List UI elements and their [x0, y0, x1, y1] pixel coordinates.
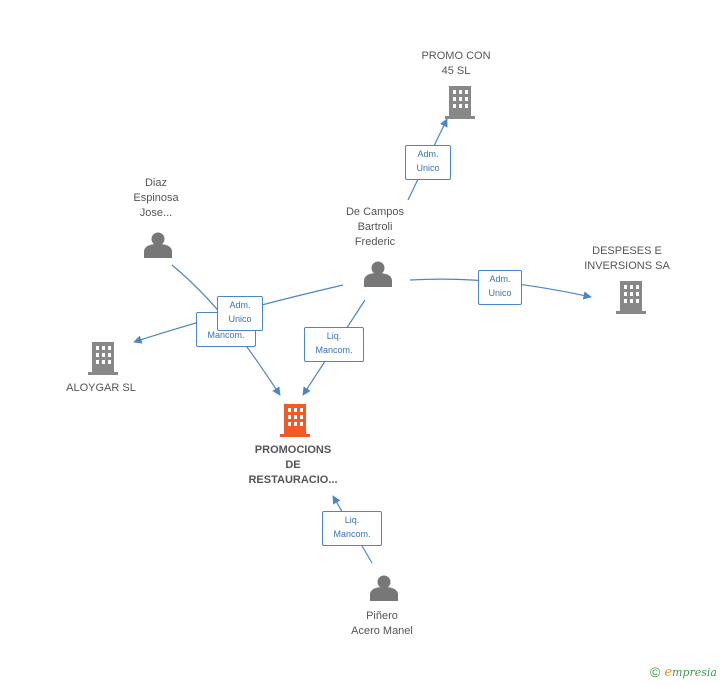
- node-label-aloygar[interactable]: ALOYGAR SL: [66, 382, 136, 394]
- building-icon-main: [280, 404, 310, 437]
- node-label-promo-con[interactable]: PROMO CON 45 SL: [421, 50, 491, 77]
- building-icon: [88, 342, 118, 375]
- node-label-de-campos[interactable]: De Campos Bartroli Frederic: [345, 206, 405, 248]
- copyright-icon: ©: [650, 664, 661, 680]
- brand-name: mpresia: [672, 666, 717, 679]
- edge-label-adm-unico: Adm. Unico: [217, 296, 263, 331]
- edge-label-liq-mancom: Liq. Mancom.: [322, 511, 382, 546]
- edge-label-adm-unico: Adm. Unico: [405, 145, 451, 180]
- building-icon: [616, 281, 646, 314]
- node-label-despeses[interactable]: DESPESES E INVERSIONS SA: [584, 245, 670, 272]
- person-icon: [144, 232, 172, 258]
- footer-brand[interactable]: ©empresia: [650, 664, 717, 680]
- building-icon: [445, 86, 475, 119]
- node-label-diaz[interactable]: Diaz Espinosa Jose...: [133, 177, 179, 219]
- edge-label-adm-unico: Adm. Unico: [478, 270, 522, 305]
- person-icon: [370, 575, 398, 601]
- brand-initial: e: [664, 665, 673, 680]
- node-label-pinero[interactable]: Piñero Acero Manel: [351, 610, 413, 637]
- person-icon: [364, 261, 392, 287]
- edge-label-liq-mancom: Liq. Mancom.: [304, 327, 364, 362]
- node-label-promocions[interactable]: PROMOCIONS DE RESTAURACIO...: [248, 444, 338, 486]
